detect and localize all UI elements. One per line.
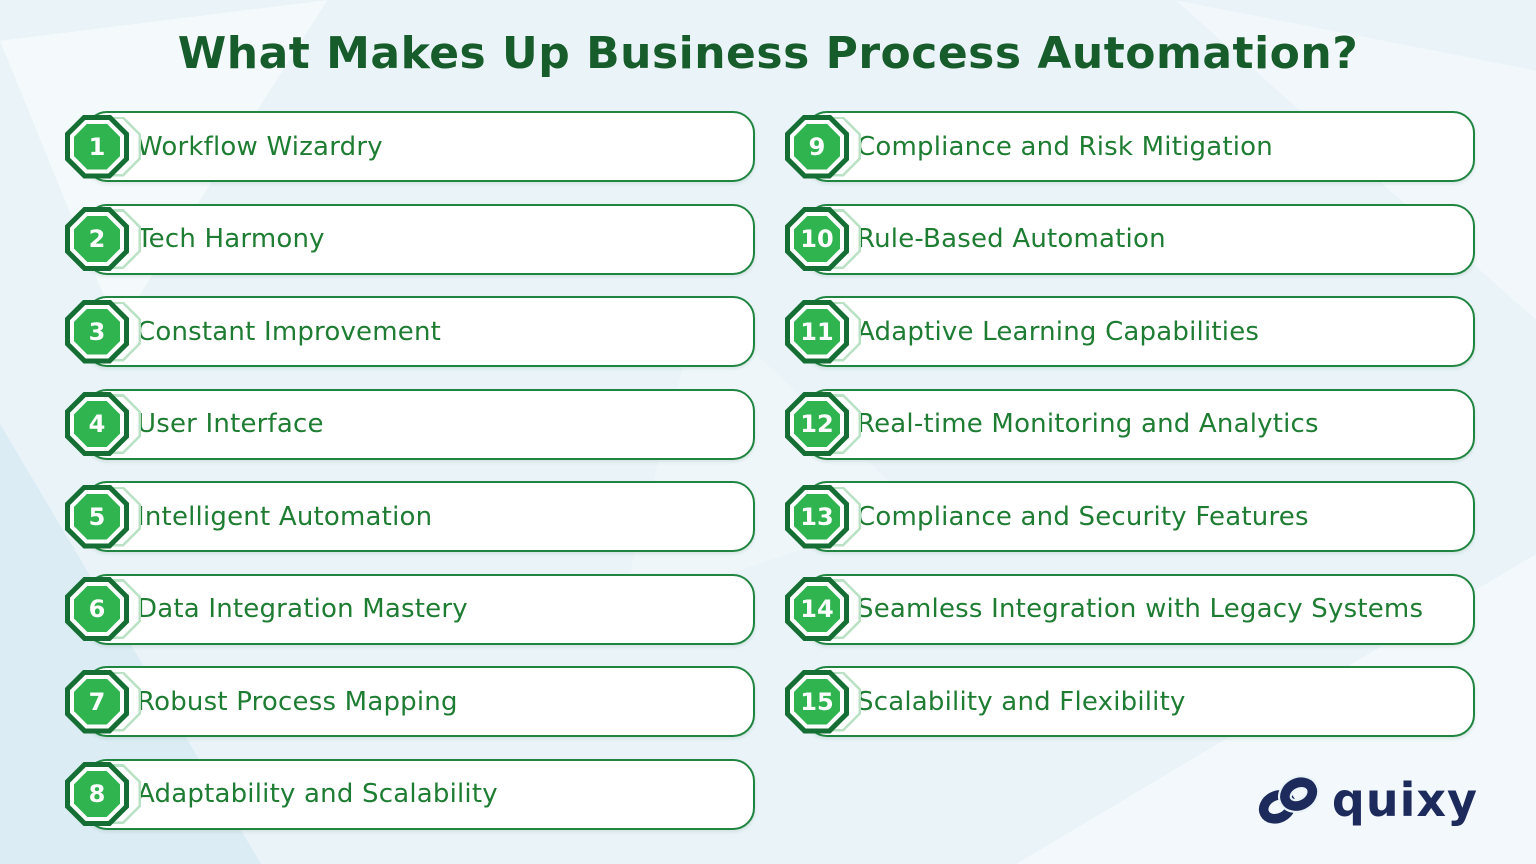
list-item: 7 Robust Process Mapping — [65, 666, 755, 737]
list-item: 1 Workflow Wizardry — [65, 111, 755, 182]
item-number: 6 — [74, 586, 120, 632]
item-number-badge: 8 — [65, 762, 141, 826]
item-number: 14 — [794, 586, 840, 632]
item-number-badge: 15 — [785, 669, 861, 734]
item-number: 13 — [794, 493, 840, 540]
items-column-right: 9 Compliance and Risk Mitigation 10 Rule… — [785, 111, 1475, 737]
list-item: 8 Adaptability and Scalability — [65, 758, 755, 830]
item-label: Compliance and Risk Mitigation — [857, 131, 1273, 162]
item-number: 15 — [794, 678, 840, 725]
list-item: 2 Tech Harmony — [65, 203, 755, 275]
item-number-badge: 4 — [65, 392, 141, 456]
quixy-infinity-icon — [1254, 775, 1322, 830]
list-item: 12 Real-time Monitoring and Analytics — [785, 388, 1475, 460]
item-number: 1 — [74, 123, 120, 170]
list-item: 11 Adaptive Learning Capabilities — [785, 296, 1475, 367]
item-number: 9 — [794, 123, 840, 170]
item-label: Robust Process Mapping — [137, 686, 458, 717]
list-item: 15 Scalability and Flexibility — [785, 666, 1475, 737]
item-label: Rule-Based Automation — [857, 224, 1166, 254]
item-label: Adaptive Learning Capabilities — [857, 316, 1260, 347]
item-number-badge: 7 — [65, 669, 141, 734]
item-number-badge: 11 — [785, 299, 861, 364]
item-number-badge: 1 — [65, 114, 141, 179]
item-number: 3 — [74, 308, 120, 355]
list-item: 14 Seamless Integration with Legacy Syst… — [785, 573, 1475, 645]
item-label: Compliance and Security Features — [857, 501, 1309, 532]
list-item: 6 Data Integration Mastery — [65, 573, 755, 645]
item-number-badge: 14 — [785, 577, 861, 641]
item-number-badge: 12 — [785, 392, 861, 456]
item-number: 11 — [794, 308, 840, 355]
list-item: 13 Compliance and Security Features — [785, 481, 1475, 552]
item-number-badge: 3 — [65, 299, 141, 364]
item-label: Intelligent Automation — [137, 501, 433, 532]
item-number-badge: 13 — [785, 484, 861, 549]
item-label: Real-time Monitoring and Analytics — [857, 409, 1319, 439]
item-number-badge: 9 — [785, 114, 861, 179]
item-label: Data Integration Mastery — [137, 594, 468, 624]
item-label: Adaptability and Scalability — [137, 779, 498, 809]
list-item: 9 Compliance and Risk Mitigation — [785, 111, 1475, 182]
quixy-wordmark: quixy — [1331, 772, 1478, 827]
item-number-badge: 2 — [65, 207, 141, 271]
list-item: 4 User Interface — [65, 388, 755, 460]
item-label: User Interface — [137, 409, 324, 439]
item-number-badge: 5 — [65, 484, 141, 549]
item-number: 12 — [794, 401, 840, 447]
item-label: Tech Harmony — [137, 224, 325, 254]
page-title: What Makes Up Business Process Automatio… — [177, 28, 1359, 79]
item-label: Constant Improvement — [137, 316, 442, 347]
item-number-badge: 6 — [65, 577, 141, 641]
item-number-badge: 10 — [785, 207, 861, 271]
item-number: 10 — [794, 216, 840, 262]
quixy-logo: quixy — [1254, 775, 1478, 830]
item-number: 5 — [74, 493, 120, 540]
item-label: Seamless Integration with Legacy Systems — [857, 594, 1424, 624]
list-item: 3 Constant Improvement — [65, 296, 755, 367]
list-item: 5 Intelligent Automation — [65, 481, 755, 552]
item-number: 4 — [74, 401, 120, 447]
item-number: 8 — [74, 771, 120, 817]
item-number: 2 — [74, 216, 120, 262]
item-label: Scalability and Flexibility — [857, 686, 1186, 717]
item-label: Workflow Wizardry — [137, 131, 383, 162]
items-column-left: 1 Workflow Wizardry 2 Tech Harmony 3 Con… — [65, 111, 755, 830]
item-number: 7 — [74, 678, 120, 725]
list-item: 10 Rule-Based Automation — [785, 203, 1475, 275]
